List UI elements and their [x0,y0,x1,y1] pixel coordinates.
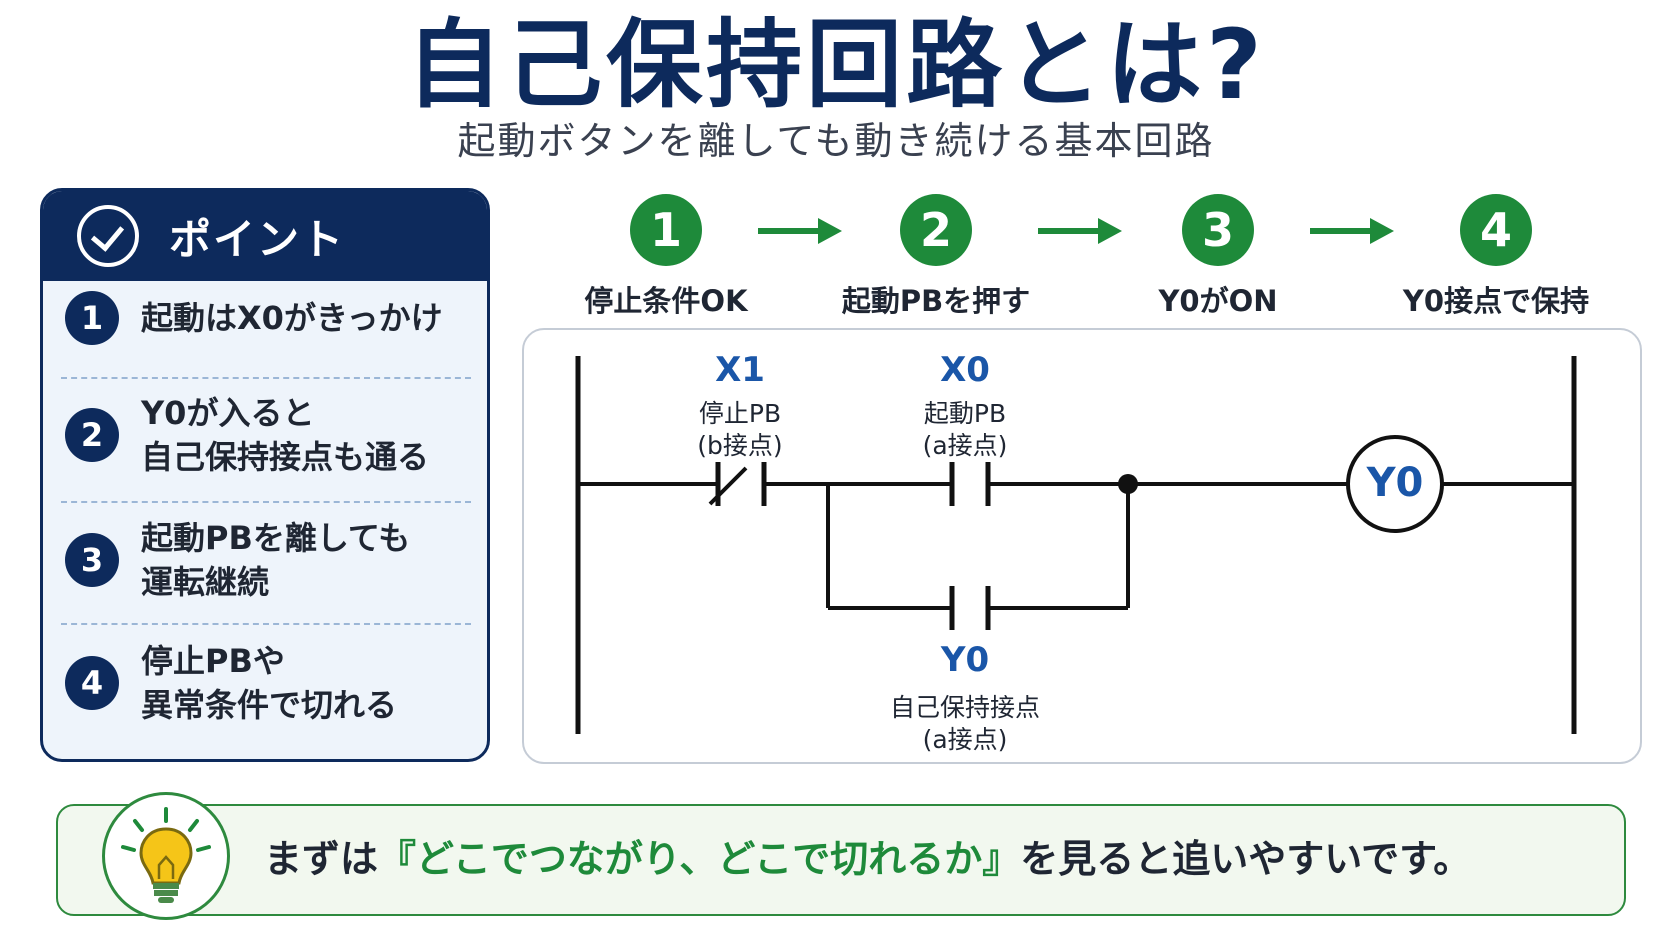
points-header: ポイント [43,191,487,281]
step-number-3: 3 [1182,194,1254,266]
point-text: Y0が入ると 自己保持接点も通る [141,391,429,479]
lightbulb-icon [121,807,211,903]
points-title: ポイント [169,214,346,264]
y0-self-hold-contact [949,586,991,630]
y0-contact-address: Y0 [940,640,990,680]
check-circle-icon [77,205,139,267]
x0-name: 起動PB [923,399,1007,428]
coil-label: Y0 [1366,460,1424,506]
step-label-2: 起動PBを押す [841,284,1031,318]
point-item-1: 1 起動はX0がきっかけ [65,291,465,345]
step-label-4: Y0接点で保持 [1402,284,1590,318]
point-divider [61,623,471,625]
page-title: 自己保持回路とは? [406,9,1266,121]
arrow-right-icon [1310,218,1394,244]
ladder-diagram [575,356,1577,734]
step-number-4: 4 [1460,194,1532,266]
point-line: 運転継続 [141,563,270,601]
step-label-3: Y0がON [1158,284,1278,318]
x1-b-contact [708,462,767,506]
point-text: 起動PBを離しても 運転継続 [141,516,410,604]
point-line: Y0が入ると [141,394,315,432]
x0-address: X0 [940,350,990,390]
step-label-1: 停止条件OK [584,284,748,318]
tip-before: まずは [264,837,379,881]
x1-address: X1 [715,350,765,390]
y0-contact-name: 自己保持接点 [889,693,1040,722]
point-number: 3 [65,533,119,587]
point-text: 停止PBや 異常条件で切れる [141,639,397,727]
point-item-3: 3 起動PBを離しても 運転継続 [65,516,465,604]
x1-name: 停止PB [698,399,782,428]
x1-type: (b接点) [697,431,783,460]
point-divider [61,501,471,503]
point-line: 起動はX0がきっかけ [141,299,443,337]
tip-highlight: 『どこでつながり、どこで切れるか』 [378,837,1021,881]
point-line: 自己保持接点も通る [141,438,430,476]
point-number: 1 [65,291,119,345]
point-line: 停止PBや [141,642,285,680]
lightbulb-badge [102,792,230,920]
point-number: 4 [65,656,119,710]
x0-a-contact [949,462,991,506]
points-panel: ポイント 1 起動はX0がきっかけ 2 Y0が入ると 自己保持接点も通る 3 起… [40,188,490,762]
point-number: 2 [65,408,119,462]
step-number-2: 2 [900,194,972,266]
page-subtitle: 起動ボタンを離しても動き続ける基本回路 [457,119,1215,163]
junction-dot [1118,474,1138,494]
tip-after: を見ると追いやすいです。 [1020,837,1472,881]
point-line: 異常条件で切れる [141,686,398,724]
point-item-2: 2 Y0が入ると 自己保持接点も通る [65,391,465,479]
point-text: 起動はX0がきっかけ [141,296,443,340]
point-line: 起動PBを離しても [141,519,411,557]
tip-text: まずは『どこでつながり、どこで切れるか』を見ると追いやすいです。 [264,834,1471,884]
point-item-4: 4 停止PBや 異常条件で切れる [65,639,465,727]
point-divider [61,377,471,379]
arrow-right-icon [758,218,842,244]
arrow-right-icon [1038,218,1122,244]
y0-contact-type: (a接点) [922,725,1008,754]
tip-bar [56,804,1626,916]
x0-type: (a接点) [922,431,1008,460]
step-number-1: 1 [630,194,702,266]
ladder-diagram-box [522,328,1642,764]
